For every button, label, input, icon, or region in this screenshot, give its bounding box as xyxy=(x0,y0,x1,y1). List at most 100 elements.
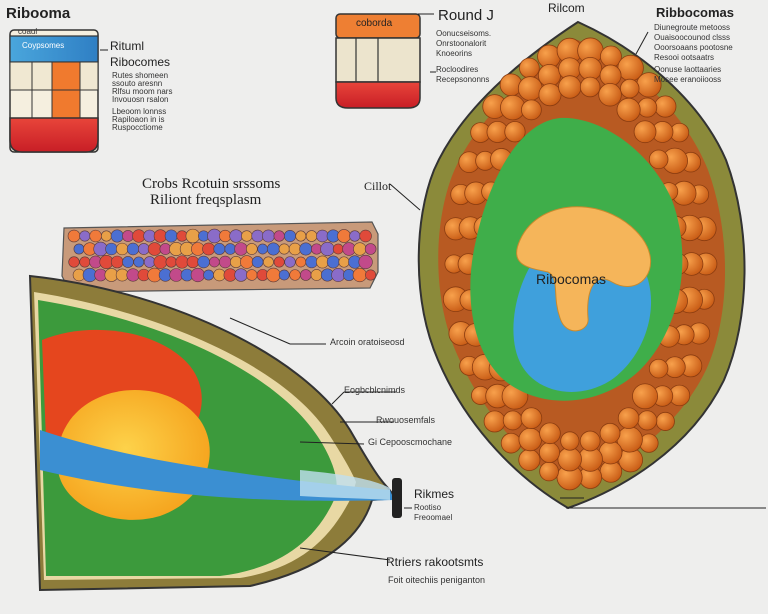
label-b: Rwouosemfals xyxy=(376,415,436,425)
slab-bead xyxy=(164,229,178,243)
rikmes-sub-2: Freoomael xyxy=(414,513,453,522)
cilot-label: Cillot xyxy=(364,179,392,193)
slab-bead xyxy=(186,255,199,269)
cell-bead xyxy=(518,448,541,471)
slab-bead xyxy=(202,242,216,256)
slab-bead xyxy=(203,269,215,281)
slab-bead xyxy=(358,254,373,270)
slab-bead xyxy=(197,255,210,269)
slab-bead xyxy=(79,256,91,268)
slab-bead xyxy=(278,243,290,255)
slab-bead xyxy=(251,256,264,268)
cell-bead xyxy=(539,422,561,445)
cell-bead xyxy=(619,78,640,99)
cell-bead xyxy=(632,383,658,410)
right-title: Ribbocomas xyxy=(656,5,735,20)
cell-bead xyxy=(637,410,658,431)
slab-bead xyxy=(320,241,335,257)
slab-bead xyxy=(251,229,264,243)
slab-bead xyxy=(213,268,226,282)
slab-bead xyxy=(349,230,361,242)
slab-bead xyxy=(219,229,232,243)
slab-bead xyxy=(300,269,312,281)
slab-bead xyxy=(316,229,329,243)
slab-bead xyxy=(364,243,377,255)
cell-bead xyxy=(655,411,675,431)
cell-bead xyxy=(519,57,540,79)
top-left-sub: coaul xyxy=(18,27,38,36)
legend-line-2: ssouto aresnn xyxy=(112,79,163,88)
round-line-1: Oonucseisoms. xyxy=(436,29,492,38)
slab-bead xyxy=(262,229,275,243)
slab-bead xyxy=(316,255,329,269)
rikmes-sub-1: Rootiso xyxy=(414,503,442,512)
slab-bead xyxy=(230,256,242,268)
right-line-5: Oonuse laottaaries xyxy=(654,65,722,74)
cell-bead xyxy=(648,149,669,170)
slab-bead xyxy=(310,269,323,281)
slab-bead xyxy=(224,243,236,255)
slab-bead xyxy=(326,255,340,269)
top-left-block xyxy=(9,29,99,153)
cell-bead xyxy=(599,422,621,444)
slab-bead xyxy=(245,243,258,255)
slab-bead xyxy=(165,256,177,268)
cell-bead xyxy=(579,430,601,452)
slab-bead xyxy=(126,242,140,256)
round-line-3: Knoeorins xyxy=(436,49,473,58)
slab-bead xyxy=(311,243,323,255)
slab-bead xyxy=(122,256,134,268)
legend-title: Rituml xyxy=(110,39,145,53)
slab-bead xyxy=(299,242,313,256)
top-left-title: Ribooma xyxy=(6,5,71,22)
cell-bead xyxy=(538,83,562,107)
slab-bead xyxy=(353,242,367,256)
cell-bead xyxy=(538,442,560,464)
top-center-label: Rilcom xyxy=(548,1,585,15)
slab-bead xyxy=(234,268,248,282)
ribosome-slab xyxy=(61,221,379,293)
mid-title-2: Riliont freqsplasm xyxy=(150,192,262,208)
slab-bead xyxy=(273,256,285,268)
slab-bead xyxy=(133,256,145,268)
right-cell xyxy=(417,20,746,510)
label-a: Eogbcblcnimds xyxy=(344,385,406,395)
slab-bead xyxy=(79,230,91,242)
cell-bead xyxy=(557,446,582,472)
slab-bead xyxy=(153,255,168,269)
slab-bead xyxy=(89,229,102,243)
slab-bead xyxy=(122,230,134,242)
legend-line-4: Invouosn rsalon xyxy=(112,95,169,104)
cell-bead xyxy=(483,410,506,433)
right-line-6: Mosee eranoiiooss xyxy=(654,75,722,84)
mid-arrow-label: Arcoin oratoiseosd xyxy=(330,337,405,347)
cell-bead xyxy=(520,407,543,429)
cell-bead xyxy=(654,95,677,118)
slab-bead xyxy=(209,256,220,268)
slab-bead xyxy=(305,255,318,269)
slab-bead xyxy=(100,230,112,242)
slab-bead xyxy=(126,268,140,282)
slab-bead xyxy=(278,269,290,281)
slab-bead xyxy=(284,256,296,268)
cell-bead xyxy=(617,407,640,429)
slab-bead xyxy=(185,228,200,244)
slab-bead xyxy=(331,268,346,282)
slab-bead xyxy=(246,269,258,281)
slab-bead xyxy=(116,242,129,256)
slab-bead xyxy=(295,230,307,242)
round-line-5: Recepsononns xyxy=(436,75,490,84)
slab-bead xyxy=(218,255,232,269)
slab-bead xyxy=(175,255,189,269)
ribocomas-label: Ribocomas xyxy=(536,271,607,287)
slab-bead xyxy=(273,230,285,242)
slab-bead xyxy=(332,243,344,255)
slab-bead xyxy=(288,242,302,256)
top-center-block xyxy=(335,13,421,109)
slab-bead xyxy=(257,243,268,255)
slab-bead xyxy=(190,267,205,283)
slab-bead xyxy=(67,229,81,243)
round-line-4: Rocloodires xyxy=(436,65,479,74)
cell-bead xyxy=(521,99,542,121)
